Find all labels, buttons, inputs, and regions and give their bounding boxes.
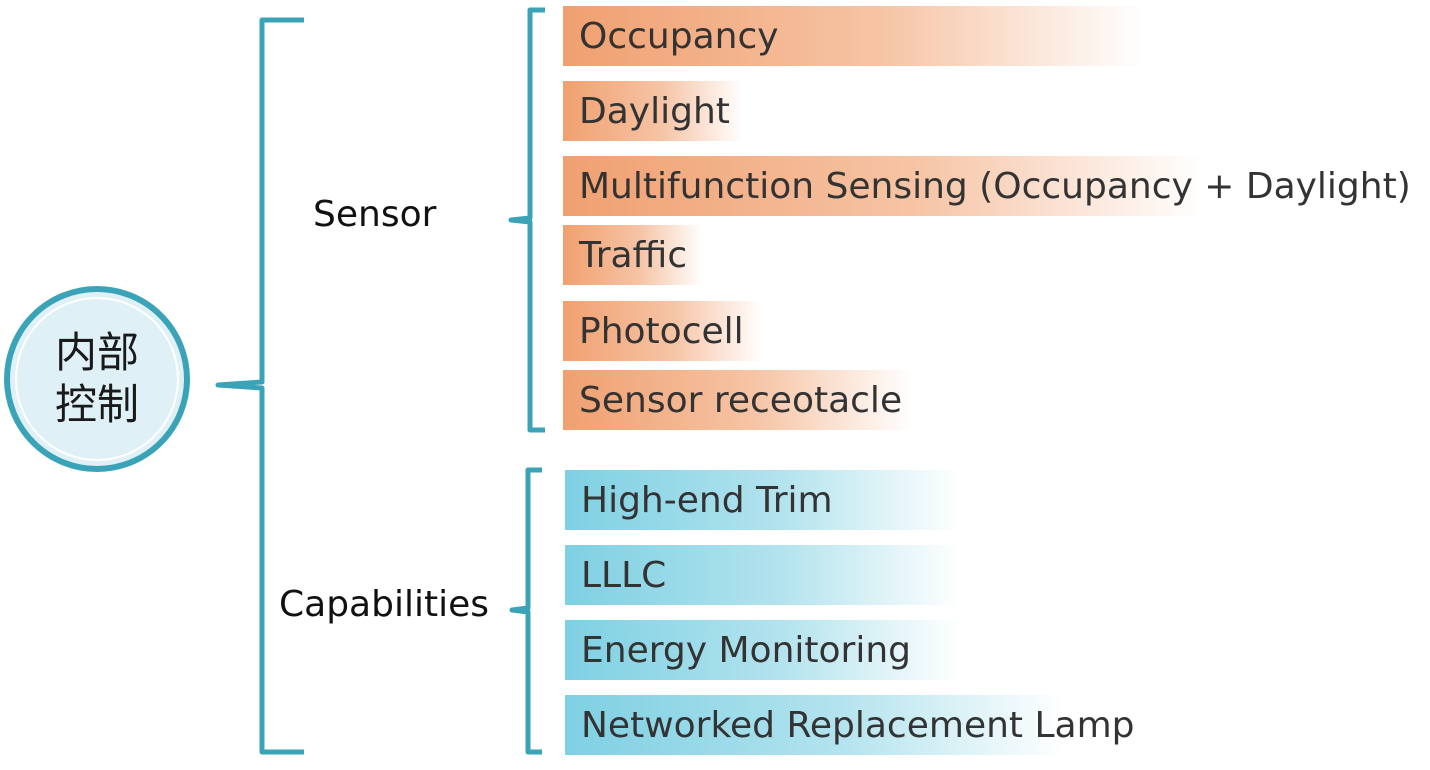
sensor-item-daylight: Daylight: [563, 81, 743, 141]
capability-item-networked-replacement-lamp: Networked Replacement Lamp: [565, 695, 1135, 755]
branch-label-sensor: Sensor: [313, 194, 437, 235]
root-label: 内部控制: [54, 328, 139, 429]
root-bracket: [215, 17, 304, 755]
capability-item-high-end-trim: High-end Trim: [565, 470, 960, 530]
capability-item-energy-monitoring: Energy Monitoring: [565, 620, 960, 680]
sensor-item-receptacle: Sensor receotacle: [563, 370, 913, 430]
sensor-item-photocell: Photocell: [563, 301, 763, 361]
sensor-item-occupancy: Occupancy: [563, 6, 1143, 66]
sensor-bracket: [508, 7, 545, 433]
root-node-inner-ring: 内部控制: [15, 297, 179, 461]
capability-item-lllc: LLLC: [565, 545, 960, 605]
sensor-item-multifunction: Multifunction Sensing (Occupancy + Dayli…: [563, 156, 1411, 216]
capabilities-bracket: [509, 467, 542, 755]
root-node: 内部控制: [4, 286, 190, 472]
sensor-item-traffic: Traffic: [563, 225, 703, 285]
branch-label-capabilities: Capabilities: [279, 584, 489, 625]
